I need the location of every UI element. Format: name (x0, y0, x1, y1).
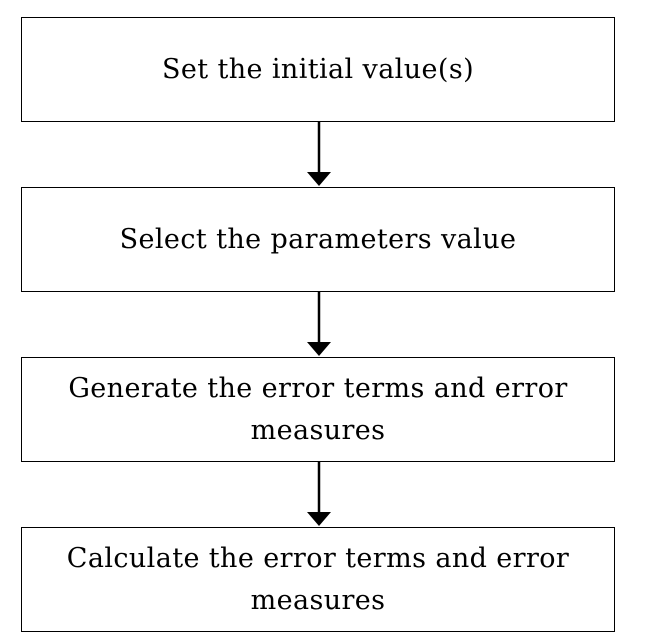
arrow-down-icon (307, 122, 331, 186)
arrow-down-icon (307, 292, 331, 356)
step-set-initial-values-box: Set the initial value(s) (21, 17, 615, 122)
step-calculate-errors-box: Calculate the error terms and error meas… (21, 527, 615, 632)
step-2-label: Select the parameters value (119, 223, 517, 255)
step-1-label: Set the initial value(s) (161, 53, 475, 85)
step-select-parameters-box: Select the parameters value (21, 187, 615, 292)
arrow-down-icon (307, 462, 331, 526)
step-3-label: Generate the error terms and error measu… (68, 372, 568, 446)
step-4-label: Calculate the error terms and error meas… (66, 542, 570, 616)
step-generate-errors-box: Generate the error terms and error measu… (21, 357, 615, 462)
